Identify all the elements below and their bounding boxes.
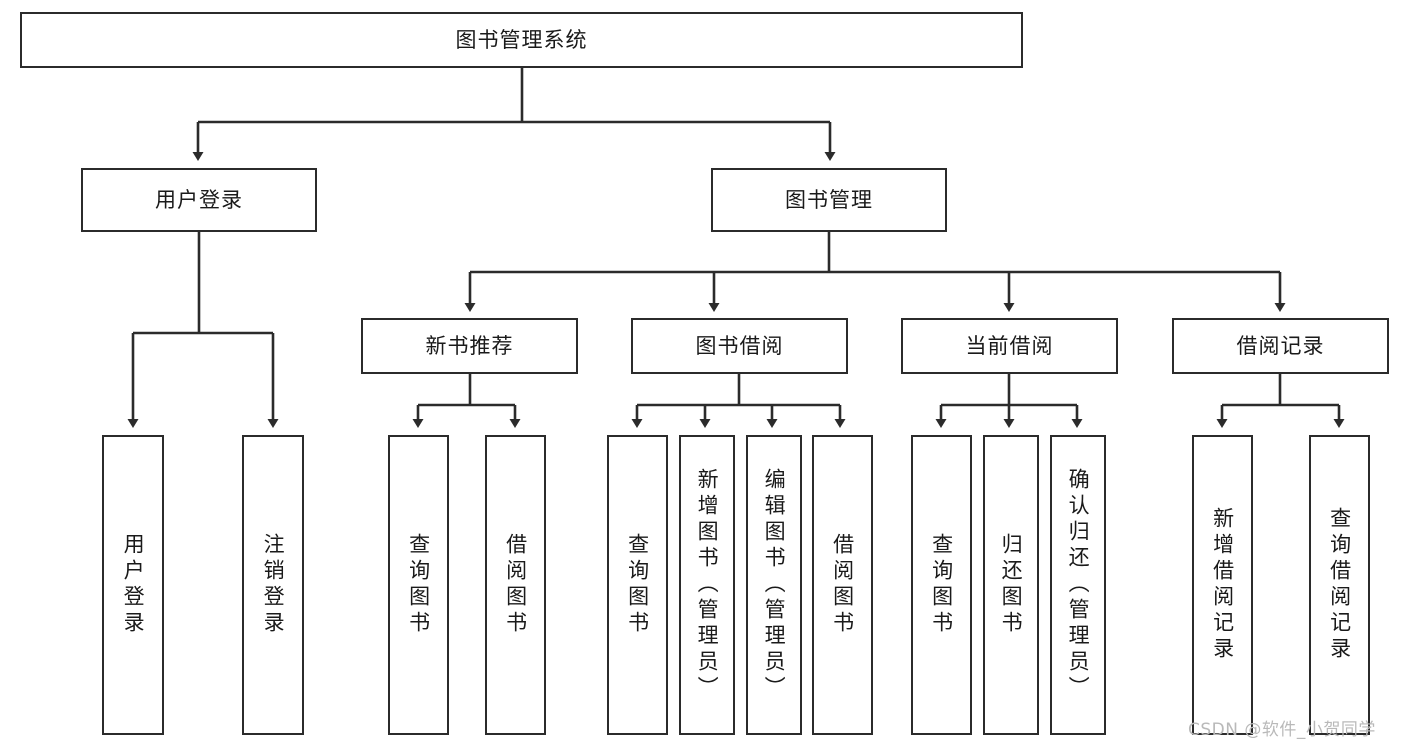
leaf-book-borrow-query-book[interactable]: 查询图书 xyxy=(607,435,668,735)
node-user-login[interactable]: 用户登录 xyxy=(81,168,317,232)
node-book-borrow[interactable]: 图书借阅 xyxy=(631,318,848,374)
node-book-management[interactable]: 图书管理 xyxy=(711,168,947,232)
node-label: 查询借阅记录 xyxy=(1327,507,1352,663)
leaf-user-login-signout[interactable]: 注销登录 xyxy=(242,435,304,735)
node-new-book-recommend[interactable]: 新书推荐 xyxy=(361,318,578,374)
node-label: 图书管理 xyxy=(785,187,873,212)
node-label: 当前借阅 xyxy=(965,333,1054,358)
leaf-new-book-query-book[interactable]: 查询图书 xyxy=(388,435,449,735)
node-label: 借阅图书 xyxy=(503,533,528,637)
node-current-borrow[interactable]: 当前借阅 xyxy=(901,318,1118,374)
node-label: 借阅图书 xyxy=(830,533,855,637)
node-label: 图书管理系统 xyxy=(455,27,588,52)
leaf-new-book-borrow-book[interactable]: 借阅图书 xyxy=(485,435,546,735)
node-label: 注销登录 xyxy=(261,533,286,637)
leaf-current-borrow-return-book[interactable]: 归还图书 xyxy=(983,435,1039,735)
node-label: 查询图书 xyxy=(929,533,954,637)
leaf-borrow-record-add-record[interactable]: 新增借阅记录 xyxy=(1192,435,1253,735)
node-label: 新增图书（管理员） xyxy=(695,468,720,702)
node-root-book-management-system[interactable]: 图书管理系统 xyxy=(20,12,1023,68)
leaf-borrow-record-query-record[interactable]: 查询借阅记录 xyxy=(1309,435,1370,735)
node-label: 新书推荐 xyxy=(425,333,514,358)
node-label: 确认归还（管理员） xyxy=(1066,468,1091,702)
leaf-user-login-signin[interactable]: 用户登录 xyxy=(102,435,164,735)
node-label: 查询图书 xyxy=(625,533,650,637)
node-label: 用户登录 xyxy=(155,187,243,212)
leaf-book-borrow-edit-book-admin[interactable]: 编辑图书（管理员） xyxy=(746,435,802,735)
node-label: 查询图书 xyxy=(406,533,431,637)
node-label: 编辑图书（管理员） xyxy=(762,468,787,702)
node-label: 用户登录 xyxy=(121,533,146,637)
node-label: 归还图书 xyxy=(999,533,1024,637)
node-label: 新增借阅记录 xyxy=(1210,507,1235,663)
watermark-text: CSDN @软件_小贺同学 xyxy=(1188,720,1376,740)
leaf-book-borrow-borrow-book[interactable]: 借阅图书 xyxy=(812,435,873,735)
leaf-current-borrow-confirm-return-admin[interactable]: 确认归还（管理员） xyxy=(1050,435,1106,735)
leaf-book-borrow-add-book-admin[interactable]: 新增图书（管理员） xyxy=(679,435,735,735)
leaf-current-borrow-query-book[interactable]: 查询图书 xyxy=(911,435,972,735)
node-label: 借阅记录 xyxy=(1236,333,1325,358)
node-borrow-record[interactable]: 借阅记录 xyxy=(1172,318,1389,374)
node-label: 图书借阅 xyxy=(695,333,784,358)
csdn-watermark: CSDN @软件_小贺同学 xyxy=(1188,715,1376,740)
